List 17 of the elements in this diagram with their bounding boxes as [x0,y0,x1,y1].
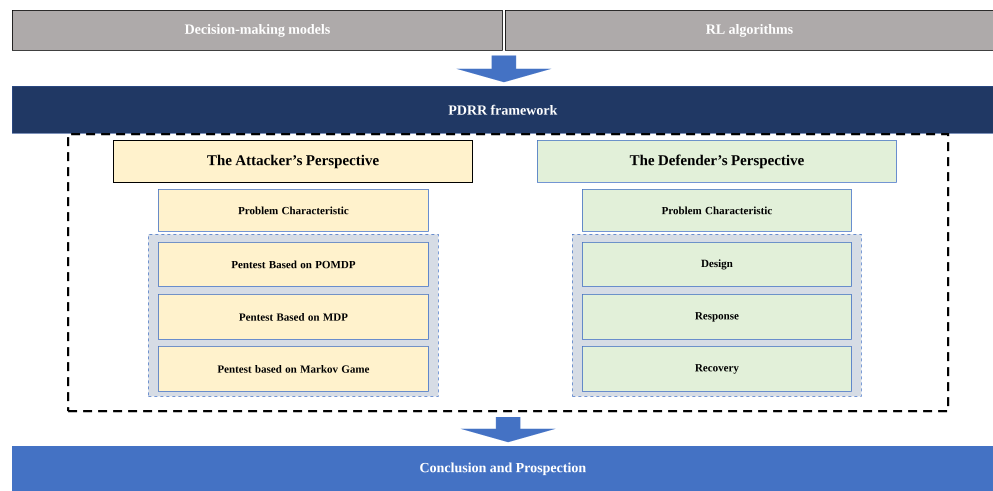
method-box: Pentest based on Markov Game [158,346,429,392]
method-box: Recovery [582,346,852,392]
banner: PDRR framework [12,86,993,134]
characteristic-box: Problem Characteristic [582,189,852,232]
method-box: Response [582,294,852,340]
conclusion-banner: Conclusion and Prospection [12,446,993,491]
characteristic-box: Problem Characteristic [158,189,429,232]
banner: Decision-making models [12,10,503,51]
block-arrow [458,56,550,82]
method-box: Design [582,242,852,287]
perspective-heading: The Attacker’s Perspective [113,140,473,183]
method-box: Pentest Based on MDP [158,294,429,340]
banner: RL algorithms [505,10,993,51]
block-arrow [462,416,554,442]
dashed-frame [67,133,950,412]
perspective-heading: The Defender’s Perspective [537,140,897,183]
method-box: Pentest Based on POMDP [158,242,429,287]
